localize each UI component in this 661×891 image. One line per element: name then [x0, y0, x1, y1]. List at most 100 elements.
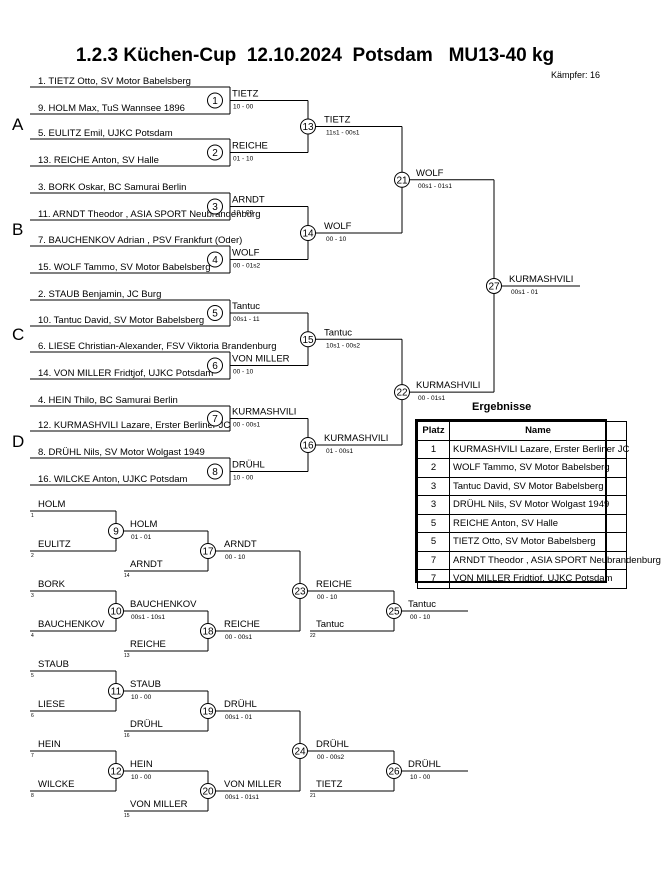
entry-name: 7. BAUCHENKOV Adrian , PSV Frankfurt (Od… [38, 235, 242, 246]
fight-number-circle [386, 763, 402, 779]
fight-number-circle [108, 683, 124, 699]
entry-name: 2. STAUB Benjamin, JC Burg [38, 289, 161, 300]
results-name: DRÜHL Nils, SV Motor Wolgast 1949 [449, 495, 627, 515]
loser-entry-name: ARNDT [130, 559, 163, 570]
fight-number-circle [300, 437, 316, 453]
fight-score: 00s1 - 01 [511, 289, 538, 296]
fight-number-circle [394, 384, 410, 401]
fight-number-circle [292, 743, 308, 759]
results-header-place: Platz [417, 421, 450, 441]
entry-name: 6. LIESE Christian-Alexander, FSV Viktor… [38, 341, 277, 352]
pool-label-b: B [12, 220, 23, 239]
fight-score: 00s1 - 01s1 [418, 183, 452, 190]
fight-number-circle [207, 463, 223, 480]
fight-number: 13 [302, 122, 314, 133]
loser-entry-ref: 22 [310, 633, 316, 639]
entry-name: 16. WILCKE Anton, UJKC Potsdam [38, 474, 188, 485]
repechage-entry-ref: 4 [31, 633, 34, 639]
fight-winner: REICHE [224, 619, 260, 630]
loser-entry-name: Tantuc [316, 619, 344, 630]
fight-number: 27 [488, 281, 500, 292]
fight-score: 01 - 00s1 [326, 448, 353, 455]
fight-number-circle [300, 118, 316, 135]
results-place: 5 [417, 513, 450, 533]
fight-winner: VON MILLER [224, 779, 282, 790]
fight-winner: STAUB [130, 679, 161, 690]
fight-number-circle [292, 583, 308, 599]
results-place: 3 [417, 495, 450, 515]
fight-score: 00s1 - 01 [225, 714, 252, 721]
results-place: 7 [417, 550, 450, 570]
results-place: 1 [417, 439, 450, 459]
results-name: TIETZ Otto, SV Motor Babelsberg [449, 532, 627, 552]
fight-number-circle [108, 763, 124, 779]
pool-label-c: C [12, 325, 24, 344]
fight-score: 01 - 10 [233, 156, 254, 163]
entry-name: 14. VON MILLER Fridtjof, UJKC Potsdam [38, 368, 213, 379]
fight-number-circle [200, 783, 216, 799]
entry-name: 5. EULITZ Emil, UJKC Potsdam [38, 128, 173, 139]
fight-score: 10 - 00 [233, 475, 254, 482]
fight-winner: DRÜHL [224, 699, 257, 710]
entry-name: 12. KURMASHVILI Lazare, Erster Berliner … [38, 420, 230, 431]
repechage-entry-name: WILCKE [38, 779, 74, 790]
fight-number: 26 [388, 767, 400, 778]
fight-number-circle [200, 543, 216, 559]
fight-winner: Tantuc [232, 301, 260, 312]
fight-winner: ARNDT [224, 539, 257, 550]
fight-number: 11 [111, 687, 122, 698]
repechage-entry-ref: 5 [31, 673, 34, 679]
loser-entry-ref: 21 [310, 793, 316, 799]
fight-number: 14 [302, 229, 314, 240]
fight-score: 01 - 01 [131, 534, 152, 541]
fight-number: 10 [110, 607, 122, 618]
fight-number-circle [394, 171, 410, 188]
fight-winner: DRÜHL [232, 460, 265, 471]
results-name: VON MILLER Fridtjof, UJKC Potsdam [449, 569, 627, 589]
repechage-entry-ref: 7 [31, 753, 34, 759]
fight-number-circle [207, 251, 223, 268]
fight-number: 2 [212, 148, 218, 159]
entry-name: 11. ARNDT Theodor , ASIA SPORT Neubrande… [38, 209, 261, 220]
fight-winner: Tantuc [324, 327, 352, 338]
fight-number-circle [386, 603, 402, 619]
results-name: ARNDT Theodor , ASIA SPORT Neubrandenbur… [449, 550, 661, 570]
loser-entry-name: DRÜHL [130, 719, 163, 730]
fight-number-circle [207, 305, 223, 321]
results-header-row: Platz Name [417, 421, 627, 441]
loser-entry-ref: 16 [124, 733, 130, 739]
fight-number: 23 [294, 587, 306, 598]
fight-number: 8 [212, 467, 218, 478]
fight-number-circle [486, 277, 502, 294]
fight-number-circle [200, 623, 216, 639]
results-name: KURMASHVILI Lazare, Erster Berliner JC [449, 439, 629, 459]
fight-winner: REICHE [232, 141, 268, 152]
entry-name: 3. BORK Oskar, BC Samurai Berlin [38, 182, 186, 193]
entry-name: 8. DRÜHL Nils, SV Motor Wolgast 1949 [38, 447, 205, 458]
repechage-entry-name: LIESE [38, 699, 65, 710]
fight-winner: VON MILLER [232, 354, 290, 365]
fight-winner: TIETZ [232, 89, 259, 100]
loser-entry-ref: 13 [124, 653, 130, 659]
fight-number-circle [108, 523, 124, 539]
fight-winner: KURMASHVILI [324, 433, 388, 444]
repechage-entry-name: BAUCHENKOV [38, 619, 105, 630]
fight-winner: ARNDT [232, 195, 265, 206]
results-name: REICHE Anton, SV Halle [449, 513, 627, 533]
results-title: Ergebnisse [472, 401, 532, 413]
fight-winner: HOLM [130, 519, 158, 530]
fight-number: 9 [113, 527, 119, 538]
fight-number-circle [207, 198, 223, 215]
fight-number: 1 [212, 96, 218, 107]
fight-number: 7 [212, 414, 218, 425]
results-place: 7 [417, 569, 450, 589]
pool-label-a: A [12, 115, 24, 134]
entry-name: 10. Tantuc David, SV Motor Babelsberg [38, 315, 204, 326]
